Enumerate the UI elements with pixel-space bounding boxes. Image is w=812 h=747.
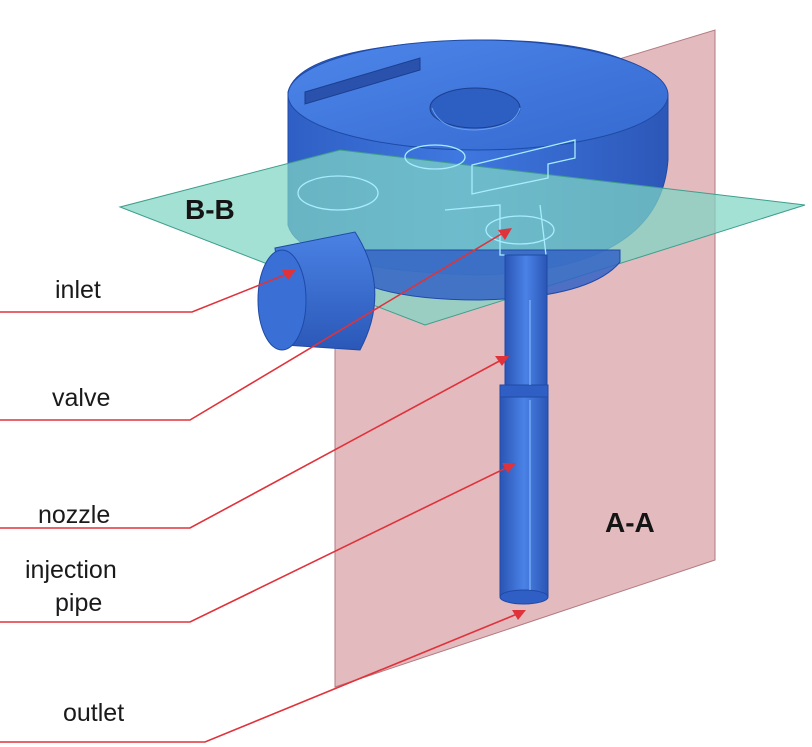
callout-valve: valve xyxy=(52,384,110,412)
label-a-a: A-A xyxy=(605,507,655,538)
leader-inlet xyxy=(0,271,293,313)
leader-nozzle xyxy=(0,357,506,529)
inlet-port xyxy=(257,231,376,351)
callout-nozzle: nozzle xyxy=(38,501,110,529)
callout-pipe: pipe xyxy=(55,589,102,617)
callout-injection: injection xyxy=(25,556,117,584)
label-b-b: B-B xyxy=(185,194,235,225)
top-slot xyxy=(304,57,421,105)
leader-outlet xyxy=(0,611,523,743)
injection-pipe xyxy=(499,254,549,605)
callout-inlet: inlet xyxy=(55,276,101,304)
leader-lines xyxy=(0,229,523,743)
central-bore xyxy=(429,87,521,129)
callout-outlet: outlet xyxy=(63,699,124,727)
leader-arrowheads xyxy=(282,228,526,620)
leader-valve xyxy=(0,229,509,421)
leader-injection-pipe xyxy=(0,464,513,623)
